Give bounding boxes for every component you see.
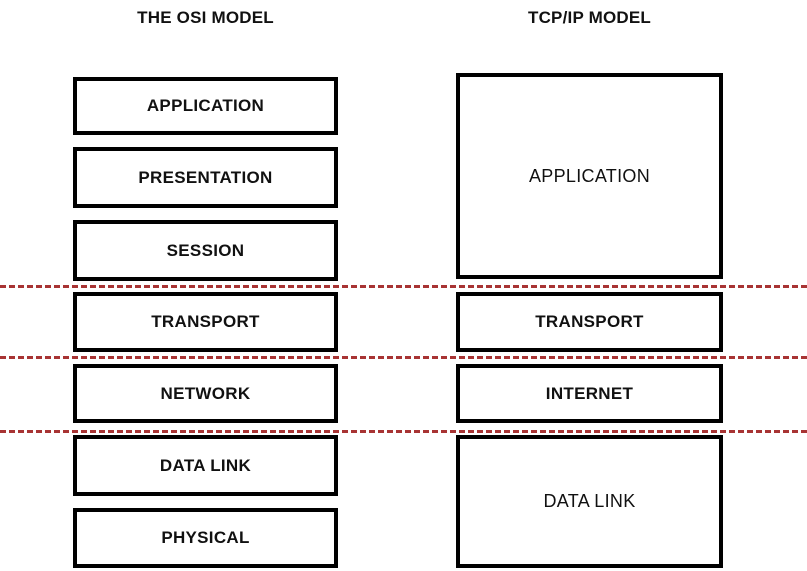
tcpip-layer-application-label: APPLICATION [529, 165, 650, 186]
transport-network-divider [0, 356, 807, 359]
osi-layer-data-link-label: DATA LINK [159, 455, 252, 475]
tcpip-layer-transport[interactable]: TRANSPORT [456, 292, 723, 352]
session-transport-divider [0, 285, 807, 288]
osi-layer-session-label: SESSION [166, 240, 245, 260]
osi-layer-physical-label: PHYSICAL [161, 528, 250, 547]
osi-layer-data-link[interactable]: DATA LINK [73, 435, 338, 496]
osi-layer-transport-label: TRANSPORT [151, 312, 260, 331]
tcpip-layer-transport-label: TRANSPORT [535, 312, 644, 331]
network-datalink-divider [0, 430, 807, 433]
tcpip-layer-internet[interactable]: INTERNET [456, 364, 723, 423]
osi-layer-application-label: APPLICATION [146, 96, 265, 115]
osi-layer-transport[interactable]: TRANSPORT [73, 292, 338, 352]
tcpip-layer-data-link[interactable]: DATA LINK [456, 435, 723, 568]
tcpip-layer-data-link-label: DATA LINK [543, 491, 636, 511]
osi-layer-network[interactable]: NETWORK [73, 364, 338, 423]
right-model-title: TCP/IP MODEL [528, 8, 651, 27]
osi-layer-application[interactable]: APPLICATION [73, 77, 338, 135]
left-model-title: THE OSI MODEL [137, 8, 274, 27]
osi-layer-network-label: NETWORK [160, 383, 251, 403]
osi-layer-physical[interactable]: PHYSICAL [73, 508, 338, 568]
osi-layer-session[interactable]: SESSION [73, 220, 338, 281]
osi-layer-presentation[interactable]: PRESENTATION [73, 147, 338, 208]
osi-layer-presentation-label: PRESENTATION [138, 167, 273, 187]
tcpip-layer-application[interactable]: APPLICATION [456, 73, 723, 279]
tcpip-layer-internet-label: INTERNET [545, 383, 634, 403]
